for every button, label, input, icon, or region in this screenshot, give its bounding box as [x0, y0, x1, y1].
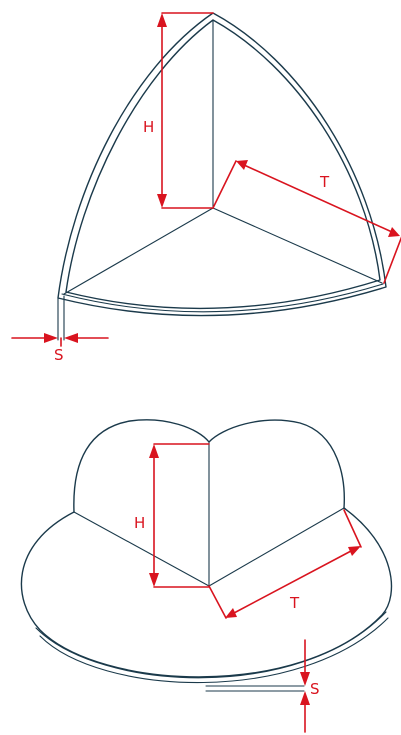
triangle-outer-shell: [57, 12, 387, 317]
dome-right-edge: [208, 507, 345, 587]
triangle-right-edge: [212, 207, 383, 284]
base-rim-line-2: [35, 611, 387, 679]
bottom-wall-dimension: S: [300, 639, 320, 733]
top-wall-arrow-right: [64, 333, 78, 343]
top-height-arrow-up: [157, 13, 167, 27]
bottom-thickness-dimension: T: [208, 509, 362, 619]
bottom-thickness-ext-a: [208, 585, 227, 619]
triangle-bottom-rim: [61, 283, 384, 313]
bottom-thickness-line: [233, 550, 352, 614]
bottom-thickness-arrow-a: [225, 608, 237, 618]
triangle-left-edge: [63, 207, 214, 295]
top-height-arrow-down: [157, 194, 167, 208]
top-height-label: H: [143, 118, 154, 136]
bottom-thickness-label: T: [289, 594, 300, 612]
top-wall-label: S: [54, 346, 64, 364]
bottom-thickness-ext-b: [343, 509, 362, 548]
bottom-wall-label: S: [310, 680, 320, 698]
bottom-height-dimension: H: [134, 443, 210, 588]
bottom-thickness-arrow-b: [348, 546, 361, 556]
bottom-height-arrow-up: [149, 444, 159, 458]
top-thickness-line: [243, 164, 393, 233]
top-thickness-arrow-a: [236, 160, 248, 170]
top-thickness-dimension: T: [212, 160, 401, 284]
base-rim-line-3: [39, 617, 389, 684]
base-outer-rim: [20, 507, 393, 678]
top-wall-arrow-left: [44, 333, 58, 343]
corner-triangle-figure: [57, 12, 387, 341]
bottom-height-label: H: [134, 514, 145, 532]
top-thickness-ext-a: [212, 160, 237, 209]
bottom-wall-arrow-up: [300, 691, 310, 705]
dome-left-edge: [73, 511, 210, 587]
top-wall-dimension: S: [11, 333, 109, 364]
dome-base-figure: [20, 419, 393, 692]
top-thickness-arrow-b: [388, 227, 400, 237]
top-thickness-label: T: [319, 173, 330, 191]
top-height-dimension: H: [143, 12, 214, 209]
top-thickness-ext-b: [383, 236, 401, 284]
bottom-wall-arrow-down: [300, 672, 310, 686]
triangle-inner-shell: [65, 19, 381, 310]
bottom-height-arrow-down: [149, 573, 159, 587]
